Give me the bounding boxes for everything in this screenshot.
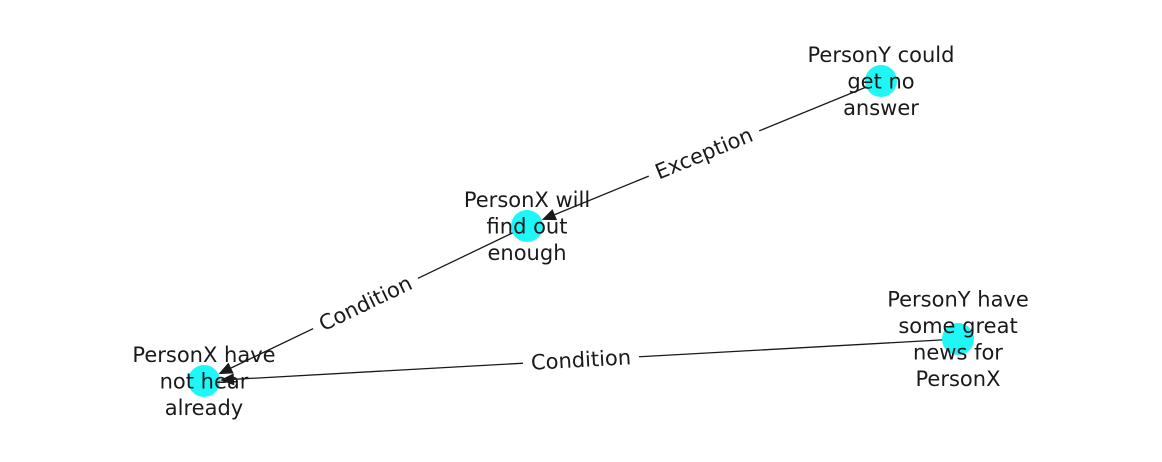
edge-label-bg	[306, 264, 425, 343]
node-label-line: PersonX	[916, 367, 1001, 391]
edge-label: Condition	[530, 345, 631, 375]
arrowhead-e3	[219, 373, 235, 386]
node-label-line: find out	[487, 214, 568, 238]
edge-label-bg	[643, 116, 765, 191]
edge-label-group-e3: Condition	[522, 341, 640, 379]
nodes-layer	[188, 65, 974, 397]
node-label-line: answer	[843, 96, 919, 120]
arrowhead-e2	[218, 362, 234, 375]
edge-label-bg	[522, 341, 640, 379]
node-label-line: not hear	[160, 369, 249, 393]
edge-label-group-e1: Exception	[643, 116, 765, 191]
node-label-line: get no	[847, 69, 914, 93]
node-label-line: PersonY have	[887, 288, 1029, 312]
node-label-line: enough	[487, 241, 566, 265]
node-label-line: PersonX will	[464, 188, 590, 212]
node-label-line: PersonY could	[808, 43, 955, 67]
edge-label: Condition	[315, 271, 416, 336]
edge-label-group-e2: Condition	[306, 264, 425, 343]
node-circle-n3	[188, 365, 220, 397]
node-label-line: news for	[913, 341, 1003, 365]
node-circle-n2	[511, 210, 543, 242]
node-circle-n1	[865, 65, 897, 97]
node-label-line: already	[165, 396, 243, 420]
node-circle-n4	[942, 323, 974, 355]
edges-layer	[218, 80, 959, 386]
arrowhead-e1	[541, 209, 558, 221]
node-label-line: PersonX have	[132, 343, 275, 367]
node-label-line: some great	[898, 314, 1017, 338]
